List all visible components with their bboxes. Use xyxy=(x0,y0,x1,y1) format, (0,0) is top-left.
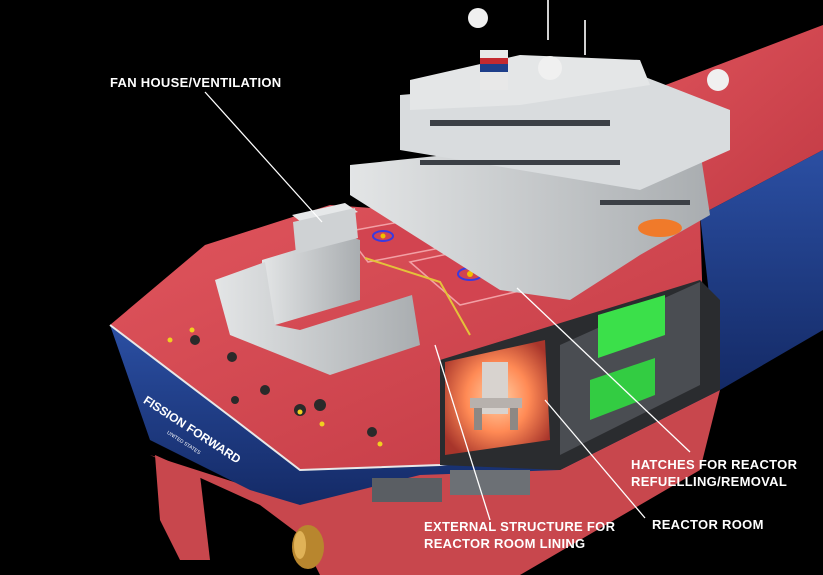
fan-house xyxy=(262,235,360,325)
lifeboat xyxy=(638,219,682,237)
label-external-structure: EXTERNAL STRUCTURE FOR REACTOR ROOM LINI… xyxy=(424,518,615,552)
mast xyxy=(547,0,586,55)
green-compartment-lower xyxy=(590,358,655,420)
label-hatches-line1: HATCHES FOR REACTOR xyxy=(631,457,798,472)
deck-lights xyxy=(167,327,383,447)
reactor-vessel-icon xyxy=(470,362,522,430)
rudder xyxy=(155,455,210,560)
label-external-line1: EXTERNAL STRUCTURE FOR xyxy=(424,519,616,534)
fan-house-vent xyxy=(293,208,358,254)
machinery-bay-right xyxy=(450,470,530,495)
green-compartment-upper xyxy=(598,295,665,358)
label-reactor-room: REACTOR ROOM xyxy=(652,516,764,533)
leader-hatches xyxy=(516,287,691,453)
leader-reactor-room xyxy=(544,399,646,519)
label-fan-house: FAN HOUSE/VENTILATION xyxy=(110,74,281,91)
machinery-bay xyxy=(372,478,442,502)
forward-hull-side xyxy=(700,150,823,390)
superstructure-upper xyxy=(410,55,650,110)
funnel xyxy=(480,50,508,90)
label-hatches: HATCHES FOR REACTOR REFUELLING/REMOVAL xyxy=(631,456,797,490)
leader-lines xyxy=(204,91,691,521)
leader-external-structure xyxy=(434,344,491,521)
label-hatches-line2: REFUELLING/REMOVAL xyxy=(631,474,788,489)
bridge-windows xyxy=(420,120,690,205)
propeller-icon xyxy=(292,525,324,569)
leader-fan-house xyxy=(204,91,323,223)
label-fan-house-text: FAN HOUSE/VENTILATION xyxy=(110,75,282,90)
aft-deckhouse xyxy=(215,262,420,375)
radar-dome-icon xyxy=(468,8,729,91)
label-reactor-room-text: REACTOR ROOM xyxy=(652,517,764,532)
walkway-yellow-rail xyxy=(364,257,471,336)
label-external-line2: REACTOR ROOM LINING xyxy=(424,536,586,551)
